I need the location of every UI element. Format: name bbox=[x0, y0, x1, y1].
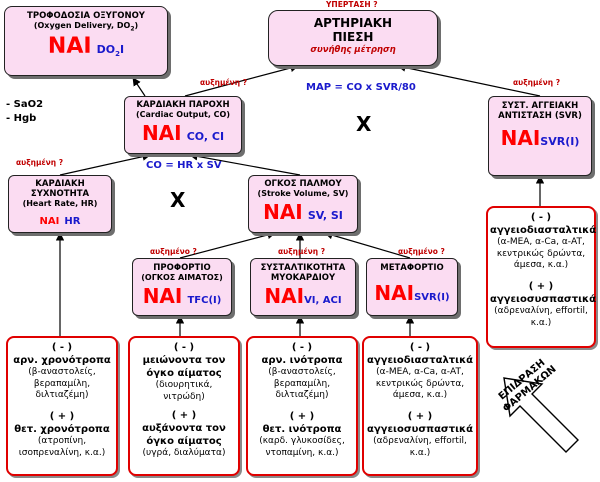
arrow-hr-to-co bbox=[59, 152, 151, 176]
pressure-title-1: ΑΡΤΗΡΙΑΚΗ bbox=[313, 16, 393, 30]
sv-value: ΝΑΙ SV, SI bbox=[263, 199, 343, 224]
contractility-value: ΝΑΙVI, ACI bbox=[264, 284, 342, 309]
svr-vasodilators: αγγειοδιασταλτικά bbox=[490, 225, 597, 236]
arrow-co-to-pressure bbox=[184, 63, 299, 97]
map-formula: MAP = CO x SVR/80 bbox=[306, 82, 416, 93]
neg-chronotropes: αρν. χρονότροπα bbox=[13, 355, 111, 366]
arrow-preload-to-sv bbox=[179, 230, 276, 259]
drug-effect-arrow bbox=[503, 377, 579, 453]
afterload-drugs-box: ( - ) αγγειοδιασταλτικά (α-ΜΕΑ, α-Ca, α-… bbox=[362, 336, 478, 476]
preload-title: ΠΡΟΦΟΡΤΙΟ bbox=[153, 263, 211, 273]
arrow-co-to-oxygen bbox=[132, 77, 146, 97]
arrow-sv-to-co bbox=[189, 152, 301, 176]
arrow-afterload-to-sv bbox=[324, 231, 411, 259]
hr-subtitle: (Heart Rate, HR) bbox=[22, 199, 98, 209]
preload-value: ΝΑΙ TFC(I) bbox=[142, 283, 222, 308]
pressure-note: συνήθης μέτρηση bbox=[310, 44, 396, 55]
neg-inotropes: αρν. ινότροπα bbox=[261, 355, 343, 366]
vasoconstrictors: αγγειοσυσπαστικά bbox=[367, 424, 473, 436]
pressure-title-2: ΠΙΕΣΗ bbox=[332, 30, 374, 45]
cardiac-output-node: ΚΑΡΔΙΑΚΗ ΠΑΡΟΧΗ (Cardiac Output, CO) ΝΑΙ… bbox=[124, 96, 242, 154]
oxygen-title: ΤΡΟΦΟΔΟΣΙΑ ΟΞΥΓΟΝΟΥ bbox=[27, 11, 145, 21]
pos-inotropes: θετ. ινότροπα bbox=[262, 424, 342, 436]
arterial-pressure-node: ΑΡΤΗΡΙΑΚΗ ΠΙΕΣΗ συνήθης μέτρηση bbox=[268, 10, 438, 66]
svr-node: ΣΥΣΤ. ΑΓΓΕΙΑΚΗ ΑΝΤΙΣΤΑΣΗ (SVR) ΝΑΙSVR(I) bbox=[488, 96, 592, 176]
contractility-node: ΣΥΣΤΑΛΤΙΚΟΤΗΤΑ ΜΥΟΚΑΡΔΙΟΥ ΝΑΙVI, ACI bbox=[250, 258, 356, 316]
hr-increased-label: αυξημένη ? bbox=[16, 158, 64, 167]
contractility-increased-label: αυξημένη ? bbox=[278, 247, 326, 256]
co-increased-label: αυξημένη ? bbox=[200, 78, 248, 87]
oxygen-delivery-node: ΤΡΟΦΟΔΟΣΙΑ ΟΞΥΓΟΝΟΥ (Oxygen Delivery, DO… bbox=[4, 6, 168, 76]
multiply-mark-mid: X bbox=[170, 188, 186, 212]
heart-rate-node: ΚΑΡΔΙΑΚΗ ΣΥΧΝΟΤΗΤΑ (Heart Rate, HR) ΝΑΙ … bbox=[8, 175, 112, 233]
co-subtitle: (Cardiac Output, CO) bbox=[136, 110, 230, 120]
afterload-value: ΝΑΙSVR(I) bbox=[374, 281, 450, 306]
svr-title-2: ΑΝΤΙΣΤΑΣΗ (SVR) bbox=[498, 111, 582, 122]
hgb-label: - Hgb bbox=[6, 113, 37, 124]
sv-subtitle: (Stroke Volume, SV) bbox=[257, 189, 349, 199]
oxygen-value: ΝΑΙ DO2I bbox=[47, 33, 125, 59]
contractility-title-2: ΜΥΟΚΑΡΔΙΟΥ bbox=[270, 273, 336, 284]
hr-title-2: ΣΥΧΝΟΤΗΤΑ bbox=[30, 189, 90, 200]
arrow-svr-to-pressure bbox=[397, 63, 541, 97]
svr-title-1: ΣΥΣΤ. ΑΓΓΕΙΑΚΗ bbox=[501, 101, 579, 111]
co-formula: CO = HR x SV bbox=[146, 160, 222, 171]
co-value: ΝΑΙ CO, CI bbox=[141, 120, 225, 145]
contractility-title-1: ΣΥΣΤΑΛΤΙΚΟΤΗΤΑ bbox=[260, 263, 346, 273]
pos-chronotropes: θετ. χρονότροπα bbox=[14, 424, 110, 436]
co-title: ΚΑΡΔΙΑΚΗ ΠΑΡΟΧΗ bbox=[136, 100, 230, 110]
sao2-label: - SaO2 bbox=[6, 99, 44, 110]
oxygen-subtitle: (Oxygen Delivery, DO2) bbox=[33, 21, 139, 33]
hypertension-label: ΥΠΕΡΤΑΣΗ ? bbox=[326, 0, 378, 9]
afterload-node: ΜΕΤΑΦΟΡΤΙΟ ΝΑΙSVR(I) bbox=[366, 258, 458, 316]
vasodilators: αγγειοδιασταλτικά bbox=[366, 355, 474, 366]
multiply-mark-top: X bbox=[356, 112, 372, 136]
sv-title: ΟΓΚΟΣ ΠΑΛΜΟΥ bbox=[264, 179, 342, 189]
hr-drugs-box: ( - ) αρν. χρονότροπα (β-αναστολείς, βερ… bbox=[6, 336, 118, 476]
preload-subtitle: (ΟΓΚΟΣ ΑΙΜΑΤΟΣ) bbox=[141, 273, 223, 283]
svr-drugs-box: ( - ) αγγειοδιασταλτικά (α-ΜΕΑ, α-Ca, α-… bbox=[486, 206, 596, 348]
contractility-drugs-box: ( - ) αρν. ινότροπα (β-αναστολείς, βεραπ… bbox=[246, 336, 358, 476]
svr-value: ΝΑΙSVR(I) bbox=[500, 126, 580, 151]
stroke-volume-node: ΟΓΚΟΣ ΠΑΛΜΟΥ (Stroke Volume, SV) ΝΑΙ SV,… bbox=[248, 175, 358, 233]
svr-vasoconstrictors: αγγειοσυσπαστικά bbox=[490, 294, 596, 306]
afterload-title: ΜΕΤΑΦΟΡΤΙΟ bbox=[380, 263, 444, 273]
tfc-increased-label: αυξημένο ? bbox=[150, 247, 197, 256]
svr-increased-label: αυξημένη ? bbox=[513, 78, 561, 87]
preload-drugs-box: ( - ) μειώνοντα τον όγκο αίματος (διουρη… bbox=[128, 336, 240, 476]
afterload-increased-label: αυξημένο ? bbox=[398, 247, 445, 256]
hr-value: ΝΑΙ HR bbox=[39, 215, 81, 227]
hr-title-1: ΚΑΡΔΙΑΚΗ bbox=[35, 179, 85, 189]
preload-node: ΠΡΟΦΟΡΤΙΟ (ΟΓΚΟΣ ΑΙΜΑΤΟΣ) ΝΑΙ TFC(I) bbox=[132, 258, 232, 316]
